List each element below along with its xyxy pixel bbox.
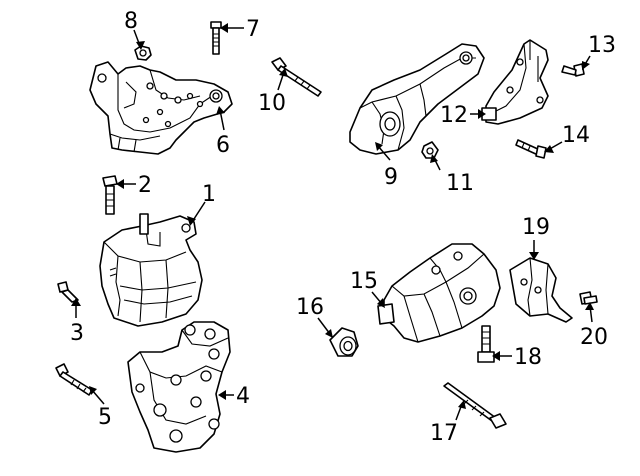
callout-label-7: 7 xyxy=(246,17,260,42)
callout-3: 3 xyxy=(70,298,84,346)
callout-label-13: 13 xyxy=(588,33,616,58)
callout-label-1: 1 xyxy=(202,182,216,207)
callout-18: 18 xyxy=(492,345,542,370)
bolt-5-part xyxy=(55,363,93,396)
callout-6: 6 xyxy=(216,106,230,158)
callout-20: 20 xyxy=(580,302,608,350)
callout-label-3: 3 xyxy=(70,321,84,346)
callout-13: 13 xyxy=(582,33,616,70)
callout-label-2: 2 xyxy=(138,173,152,198)
callout-label-19: 19 xyxy=(522,215,550,240)
bolt-13-part xyxy=(561,63,585,77)
nut-11-part xyxy=(421,141,439,159)
callout-11: 11 xyxy=(430,154,474,196)
callout-17: 17 xyxy=(430,400,466,446)
callout-1: 1 xyxy=(187,182,216,226)
bolt-7-part xyxy=(210,21,222,55)
callout-12: 12 xyxy=(440,103,486,128)
callout-label-11: 11 xyxy=(446,171,474,196)
callout-label-17: 17 xyxy=(430,421,458,446)
callout-19: 19 xyxy=(522,215,550,260)
bolt-14-part xyxy=(515,139,547,159)
long-bolt-10-part xyxy=(271,57,322,97)
callout-label-20: 20 xyxy=(580,325,608,350)
callout-label-18: 18 xyxy=(514,345,542,370)
callout-label-15: 15 xyxy=(350,269,378,294)
rear-mount-15-part xyxy=(377,243,501,343)
callout-label-10: 10 xyxy=(258,91,286,116)
callout-label-5: 5 xyxy=(98,405,112,430)
callout-label-4: 4 xyxy=(236,384,250,409)
callout-9: 9 xyxy=(375,142,398,190)
callout-label-6: 6 xyxy=(216,133,230,158)
callout-16: 16 xyxy=(296,295,333,338)
callout-8: 8 xyxy=(124,9,145,50)
bracket-19-part xyxy=(509,257,573,323)
lower-bracket-4-part xyxy=(127,321,231,453)
callout-label-14: 14 xyxy=(562,123,590,148)
callout-label-8: 8 xyxy=(124,9,138,34)
flange-nut-8-part xyxy=(134,45,152,61)
bushing-16-part xyxy=(329,327,359,357)
bolt-2-part xyxy=(102,175,118,215)
bolt-18-part xyxy=(477,325,495,363)
torque-rod-9-part xyxy=(349,43,485,155)
callout-4: 4 xyxy=(218,384,250,409)
bolt-3-part xyxy=(57,281,79,303)
callout-2: 2 xyxy=(116,173,152,198)
callout-label-12: 12 xyxy=(440,103,468,128)
bracket-12-part xyxy=(481,39,549,125)
upper-mount-bracket-part xyxy=(89,61,233,155)
callout-label-16: 16 xyxy=(296,295,324,320)
callout-5: 5 xyxy=(89,386,112,430)
callout-7: 7 xyxy=(220,17,260,42)
bolt-20-part xyxy=(579,291,598,305)
engine-mount-1-part xyxy=(99,213,203,327)
long-bolt-17-part xyxy=(443,382,507,429)
callout-15: 15 xyxy=(350,269,385,308)
callout-14: 14 xyxy=(544,123,590,153)
callout-10: 10 xyxy=(258,68,288,116)
callout-label-9: 9 xyxy=(384,165,398,190)
